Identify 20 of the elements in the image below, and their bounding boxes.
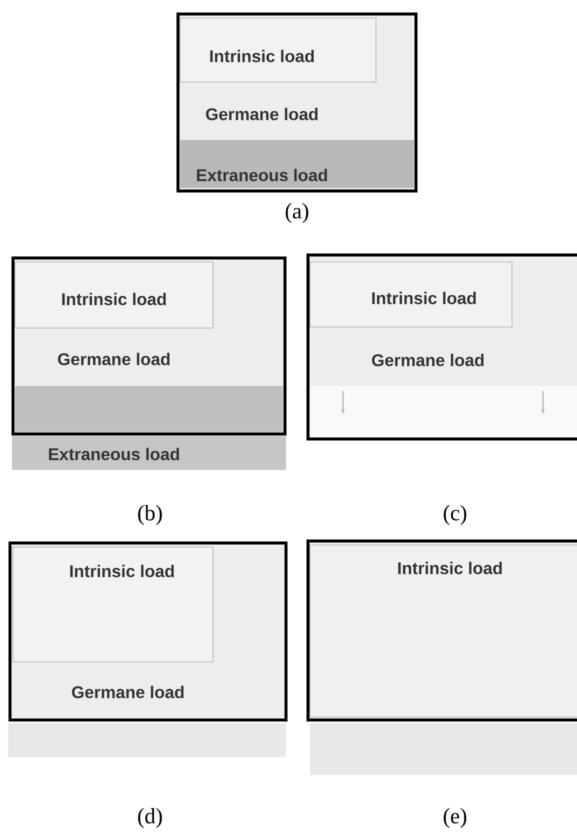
load-band: Extraneous load [180, 140, 414, 188]
load-band [310, 723, 577, 775]
load-box: Intrinsic load [12, 546, 214, 662]
load-box: Intrinsic load [310, 544, 577, 718]
load-band: Extraneous load [12, 436, 286, 470]
load-region: Germane load [58, 352, 170, 366]
load-band [15, 386, 283, 432]
load-band [310, 386, 577, 437]
panel-label: (b) [138, 505, 162, 525]
load-band [8, 723, 286, 757]
load-box: Intrinsic load [14, 262, 214, 328]
load-box: Intrinsic load [180, 18, 376, 82]
load-box: Intrinsic load [310, 262, 512, 328]
load-region: Germane load [206, 108, 318, 120]
load-region: Germane load [372, 354, 484, 366]
panel-label: (a) [286, 203, 308, 223]
panel-label: (e) [444, 808, 466, 828]
load-region: Germane load [72, 686, 184, 698]
panel-label: (c) [444, 505, 466, 525]
panel-label: (d) [138, 808, 162, 828]
